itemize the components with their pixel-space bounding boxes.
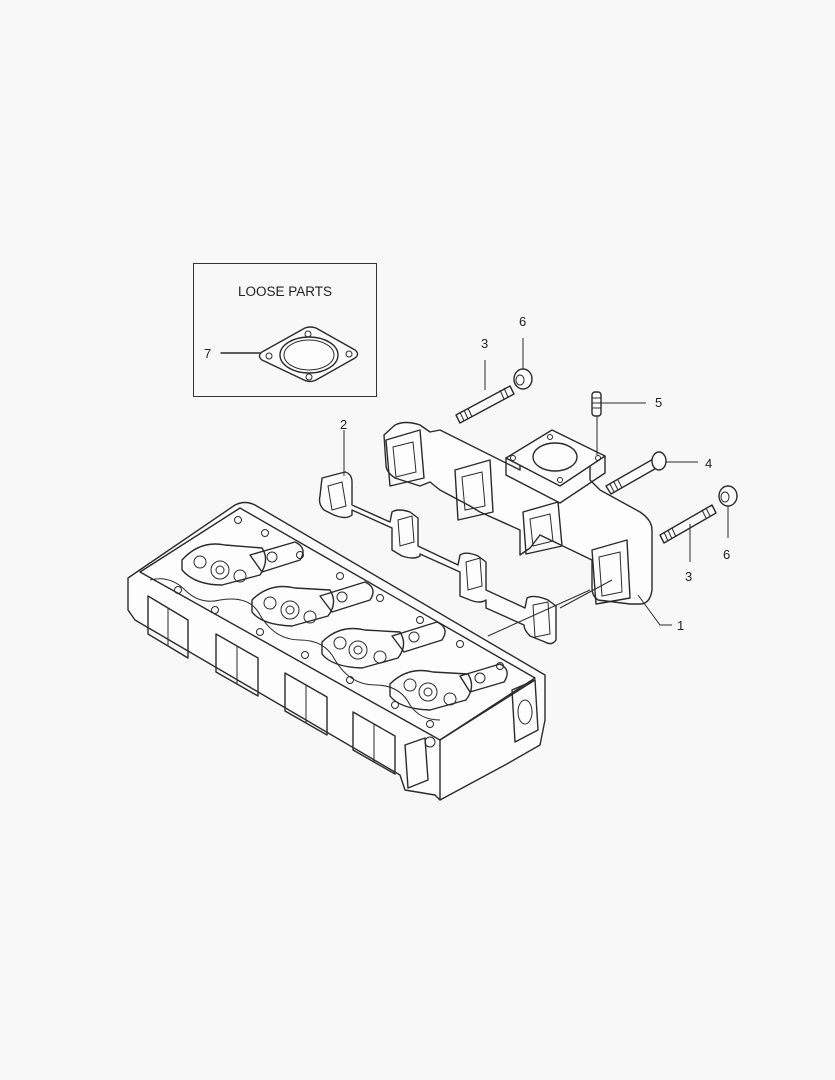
callout-4: 4 [705, 456, 713, 471]
cylinder-head-drawing [127, 501, 546, 801]
manifold-gasket-drawing [318, 430, 557, 645]
nut-upper-drawing [513, 338, 533, 390]
callout-6-lower: 6 [723, 547, 731, 562]
callout-7: 7 [204, 346, 212, 361]
stud-bolt-upper-drawing [455, 360, 515, 424]
callout-3-lower: 3 [685, 569, 693, 584]
callout-2: 2 [340, 417, 348, 432]
loose-gasket-drawing [220, 326, 359, 383]
exhaust-manifold-drawing [383, 421, 672, 637]
stud-bolt-lower-drawing [659, 504, 717, 562]
loose-parts-box: LOOSE PARTS [193, 263, 377, 397]
callout-1: 1 [677, 618, 685, 633]
stud-drawing [591, 391, 646, 455]
loose-parts-title: LOOSE PARTS [237, 284, 333, 299]
callout-3-upper: 3 [481, 336, 489, 351]
callout-6-upper: 6 [519, 314, 527, 329]
flange-bolt-drawing [605, 451, 698, 495]
nut-lower-drawing [718, 485, 738, 538]
callout-5: 5 [655, 395, 663, 410]
